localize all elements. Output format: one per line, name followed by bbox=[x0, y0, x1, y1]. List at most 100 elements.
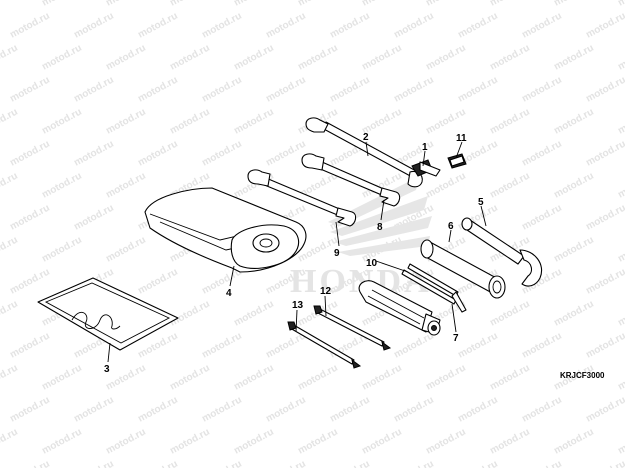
watermark-text: motod.ru bbox=[488, 299, 531, 329]
watermark-text: motod.ru bbox=[104, 107, 147, 137]
screwdriver-handle bbox=[358, 280, 441, 336]
watermark-text: motod.ru bbox=[488, 107, 531, 137]
callout-5: 5 bbox=[478, 197, 484, 208]
watermark-text: motod.ru bbox=[0, 363, 20, 393]
watermark-text: motod.ru bbox=[104, 171, 147, 201]
watermark-text: motod.ru bbox=[456, 459, 499, 468]
watermark-text: motod.ru bbox=[232, 43, 275, 73]
watermark-text: motod.ru bbox=[520, 75, 563, 105]
watermark-text: motod.ru bbox=[72, 459, 115, 468]
watermark-text: motod.ru bbox=[200, 75, 243, 105]
watermark-text: motod.ru bbox=[296, 0, 339, 9]
watermark-text: motod.ru bbox=[584, 459, 625, 468]
callout-1: 1 bbox=[422, 142, 428, 153]
open-end-wrench-8 bbox=[301, 153, 401, 207]
watermark-text: motod.ru bbox=[232, 0, 275, 9]
watermark-text: motod.ru bbox=[136, 459, 179, 468]
watermark-text: motod.ru bbox=[168, 299, 211, 329]
watermark-text: motod.ru bbox=[104, 43, 147, 73]
owners-manual-card bbox=[37, 277, 179, 351]
watermark-text: motod.ru bbox=[360, 427, 403, 457]
watermark-text: motod.ru bbox=[616, 107, 625, 137]
screwdriver-bit-13 bbox=[287, 321, 362, 369]
watermark-text: motod.ru bbox=[488, 43, 531, 73]
watermark-text: motod.ru bbox=[0, 43, 20, 73]
watermark-text: motod.ru bbox=[392, 395, 435, 425]
watermark-text: motod.ru bbox=[8, 331, 51, 361]
watermark-text: motod.ru bbox=[136, 11, 179, 41]
watermark-text: motod.ru bbox=[8, 459, 51, 468]
watermark-text: motod.ru bbox=[8, 267, 51, 297]
watermark-text: motod.ru bbox=[552, 107, 595, 137]
diagram-code: KRJCF3000 bbox=[560, 371, 605, 380]
watermark-text: motod.ru bbox=[584, 267, 625, 297]
watermark-text: motod.ru bbox=[392, 75, 435, 105]
watermark-text: motod.ru bbox=[392, 459, 435, 468]
watermark-text: motod.ru bbox=[424, 363, 467, 393]
box-wrench-tube-6 bbox=[420, 239, 506, 299]
watermark-text: motod.ru bbox=[520, 459, 563, 468]
watermark-text: motod.ru bbox=[72, 139, 115, 169]
watermark-text: motod.ru bbox=[520, 203, 563, 233]
honda-wing-logo bbox=[328, 176, 432, 256]
watermark-text: motod.ru bbox=[8, 11, 51, 41]
watermark-text: motod.ru bbox=[552, 427, 595, 457]
screwdriver-bit-12 bbox=[313, 305, 392, 351]
callout-4: 4 bbox=[226, 288, 232, 299]
tool-bag bbox=[144, 187, 307, 273]
watermark-text: motod.ru bbox=[584, 11, 625, 41]
watermark-text: motod.ru bbox=[72, 75, 115, 105]
watermark-text: motod.ru bbox=[328, 459, 371, 468]
watermark-text: motod.ru bbox=[40, 427, 83, 457]
watermark-text: motod.ru bbox=[328, 11, 371, 41]
watermark-text: motod.ru bbox=[488, 427, 531, 457]
watermark-text: motod.ru bbox=[584, 395, 625, 425]
callout-9: 9 bbox=[334, 248, 340, 259]
watermark-text: motod.ru bbox=[72, 395, 115, 425]
hex-key-7 bbox=[407, 263, 467, 313]
callout-10: 10 bbox=[366, 258, 378, 269]
watermark-text: motod.ru bbox=[488, 0, 531, 9]
callout-11: 11 bbox=[456, 133, 467, 144]
watermark-text: motod.ru bbox=[616, 427, 625, 457]
watermark-text: motod.ru bbox=[456, 75, 499, 105]
leader-lines bbox=[107, 141, 487, 363]
pin-spanner-5 bbox=[461, 217, 542, 287]
watermark-text: motod.ru bbox=[232, 299, 275, 329]
watermark-text: motod.ru bbox=[520, 139, 563, 169]
watermark-text: motod.ru bbox=[488, 363, 531, 393]
watermark-text: motod.ru bbox=[136, 267, 179, 297]
watermark-text: motod.ru bbox=[616, 235, 625, 265]
callout-labels: 1 2 3 4 5 6 7 8 9 10 11 12 13 bbox=[104, 132, 484, 375]
watermark-text: motod.ru bbox=[168, 107, 211, 137]
watermark-text: motod.ru bbox=[136, 139, 179, 169]
watermark-text: motod.ru bbox=[456, 395, 499, 425]
watermark-text: motod.ru bbox=[264, 11, 307, 41]
watermark-text: motod.ru bbox=[200, 139, 243, 169]
watermark-text: motod.ru bbox=[424, 171, 467, 201]
honda-logo-text: HONDA bbox=[290, 263, 432, 300]
watermark-text: motod.ru bbox=[616, 0, 625, 9]
watermark-text: motod.ru bbox=[72, 203, 115, 233]
watermark-text: motod.ru bbox=[8, 75, 51, 105]
watermark-text: motod.ru bbox=[296, 43, 339, 73]
watermark-text: motod.ru bbox=[424, 43, 467, 73]
watermark-text: motod.ru bbox=[200, 395, 243, 425]
watermark-text: motod.ru bbox=[616, 43, 625, 73]
watermark-text: motod.ru bbox=[264, 75, 307, 105]
open-end-wrench-9 bbox=[247, 169, 357, 227]
watermark-text: motod.ru bbox=[136, 75, 179, 105]
watermark-text: motod.ru bbox=[104, 235, 147, 265]
watermark-text: motod.ru bbox=[104, 0, 147, 9]
watermark-text: motod.ru bbox=[200, 11, 243, 41]
watermark-text: motod.ru bbox=[616, 299, 625, 329]
watermark-text: motod.ru bbox=[0, 299, 20, 329]
clip-1 bbox=[411, 159, 441, 177]
watermark-text: motod.ru bbox=[296, 427, 339, 457]
watermark-text: motod.ru bbox=[552, 43, 595, 73]
watermark-text: motod.ru bbox=[456, 331, 499, 361]
watermark-text: motod.ru bbox=[584, 75, 625, 105]
watermark-text: motod.ru bbox=[392, 11, 435, 41]
watermark-text: motod.ru bbox=[456, 11, 499, 41]
